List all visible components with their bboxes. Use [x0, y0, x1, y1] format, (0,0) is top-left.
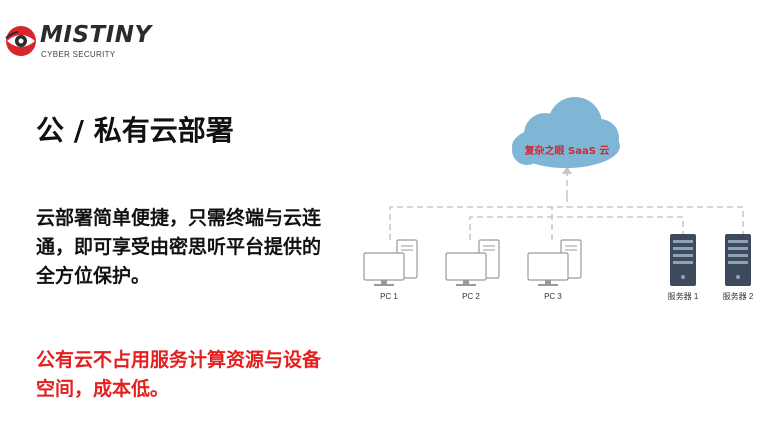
cost-highlight: 公有云不占用服务计算资源与设备空间，成本低。 — [36, 349, 322, 400]
saas-cloud-icon: 复杂之眼 SaaS 云 — [512, 97, 620, 168]
pc-1-node: PC 1 — [363, 239, 418, 301]
server-icon — [670, 234, 696, 286]
server-2-node: 服务器 2 — [723, 234, 754, 301]
pc-3-label: PC 3 — [544, 292, 562, 301]
pc-3-node: PC 3 — [527, 239, 582, 301]
pc-2-node: PC 2 — [445, 239, 500, 301]
brand-logo: MISTINY CYBER SECURITY — [4, 22, 204, 62]
pc-1-label: PC 1 — [380, 292, 398, 301]
uplink-arrow-icon — [562, 166, 572, 174]
inner-bus-line — [469, 216, 684, 240]
server-2-label: 服务器 2 — [723, 291, 754, 301]
brand-tagline: CYBER SECURITY — [41, 50, 116, 59]
pc-icon — [445, 239, 500, 286]
cloud-label: 复杂之眼 SaaS 云 — [524, 144, 610, 157]
mistiny-eye-logo-icon — [5, 26, 36, 56]
pc-icon — [363, 239, 418, 286]
brand-name: MISTINY — [40, 22, 152, 48]
deployment-description: 云部署简单便捷，只需终端与云连通，即可享受由密思听平台提供的全方位保护。 — [36, 207, 322, 287]
server-icon — [725, 234, 751, 286]
server-1-node: 服务器 1 — [668, 234, 699, 301]
network-connectors — [389, 170, 744, 240]
pc-2-label: PC 2 — [462, 292, 480, 301]
pc-icon — [527, 239, 582, 286]
server-1-label: 服务器 1 — [668, 291, 699, 301]
slide-title: 公 / 私有云部署 — [36, 114, 234, 147]
